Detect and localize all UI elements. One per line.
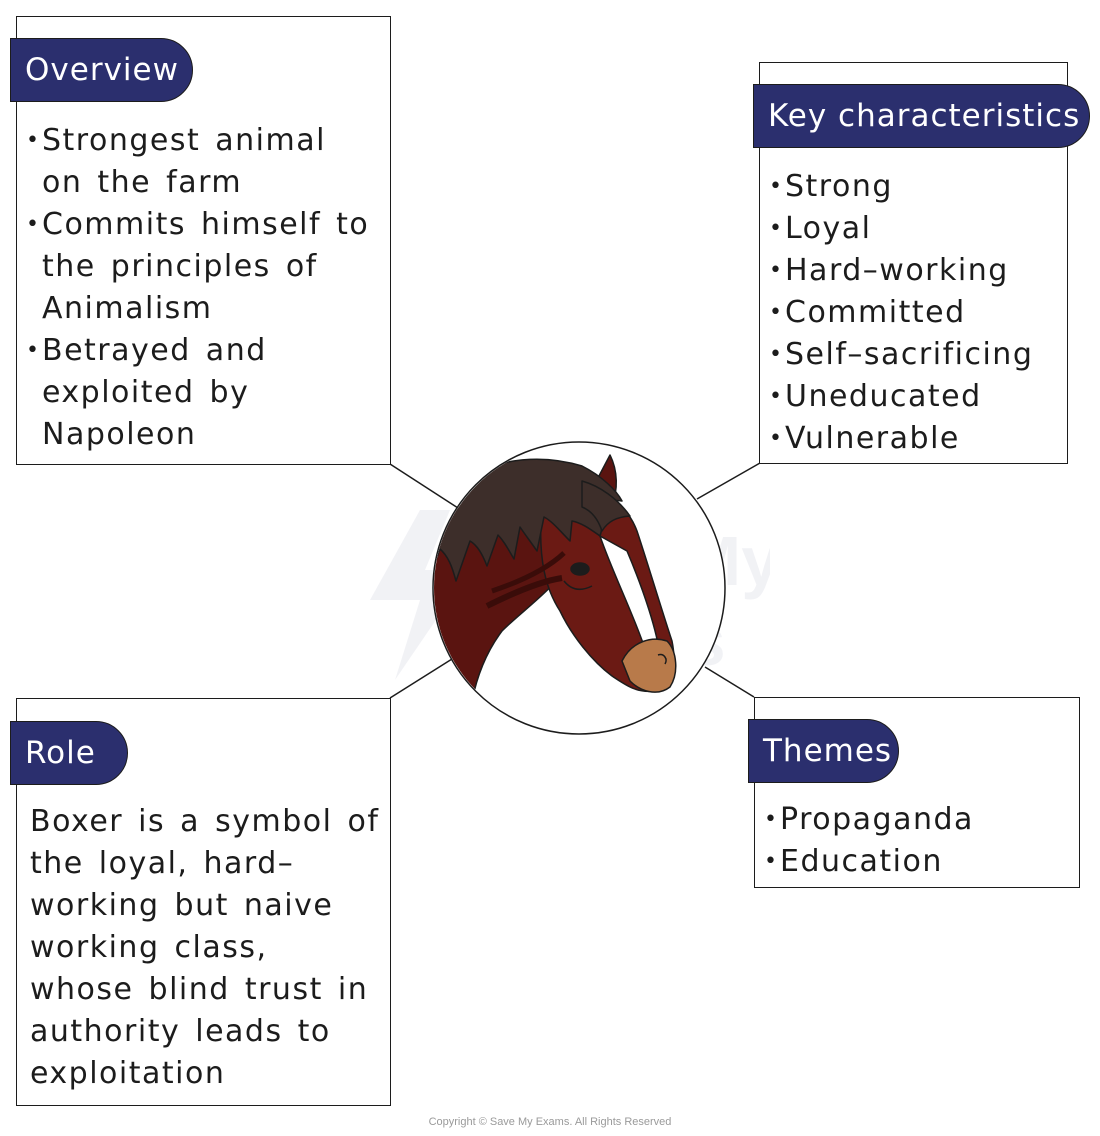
theme-item: Propaganda [764,799,1070,841]
role-box [16,698,391,1106]
horse-icon [432,441,726,735]
characteristic-item: Loyal [769,208,1064,250]
characteristic-item: Hard–working [769,250,1064,292]
overview-item: Strongest animal on the farm [26,120,381,204]
characteristic-item: Vulnerable [769,418,1064,460]
overview-item: Commits himself to the principles of Ani… [26,204,381,330]
role-header: Role [10,721,128,785]
themes-list: Propaganda Education [764,799,1070,883]
overview-item: Betrayed and exploited by Napoleon [26,330,381,456]
key-characteristics-list: Strong Loyal Hard–working Committed Self… [769,166,1064,460]
themes-header: Themes [748,719,899,783]
overview-list: Strongest animal on the farm Commits him… [26,120,381,456]
key-characteristics-header: Key characteristics [753,84,1090,148]
characteristic-item: Strong [769,166,1064,208]
overview-header: Overview [10,38,193,102]
copyright-notice: Copyright © Save My Exams. All Rights Re… [428,1116,672,1128]
characteristic-item: Committed [769,292,1064,334]
characteristic-item: Uneducated [769,376,1064,418]
characteristic-item: Self–sacrificing [769,334,1064,376]
theme-item: Education [764,841,1070,883]
role-description: Boxer is a symbol of the loyal, hard–wor… [30,804,380,1091]
